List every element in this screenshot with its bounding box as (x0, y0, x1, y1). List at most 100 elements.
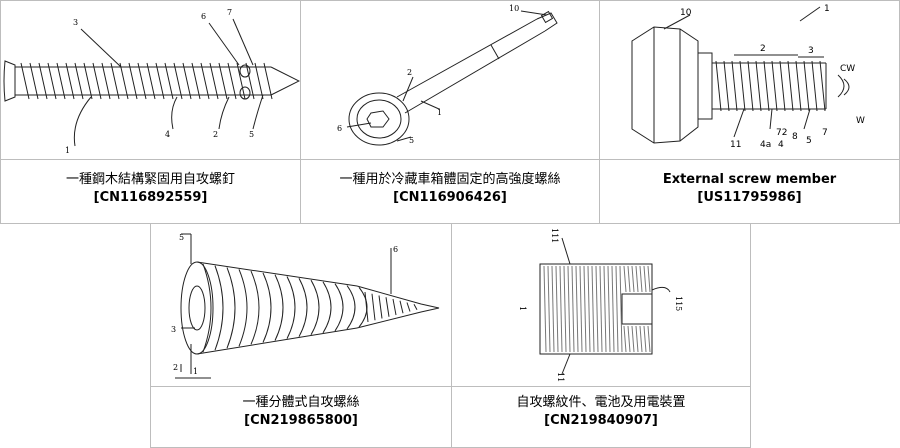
thread-line (264, 63, 272, 99)
thread-line (372, 294, 375, 321)
thread-line (48, 63, 56, 99)
thread-curve (203, 264, 211, 352)
label-10: 10 (680, 8, 692, 18)
thread-line (564, 266, 566, 352)
thread-line (632, 326, 634, 352)
thread-line (608, 266, 610, 352)
label-4: 4 (778, 140, 784, 150)
thread-curve (227, 268, 235, 349)
label-2: 2 (173, 363, 178, 372)
thread-line (624, 326, 626, 352)
label-4a: 4a (760, 140, 771, 150)
thread-line (644, 326, 646, 352)
label-10: 10 (509, 4, 519, 13)
patent-card-2: 10 2 1 6 5 一種用於冷藏車箱體固定的高強度螺絲 [CN11690642… (300, 0, 600, 224)
label-8: 8 (792, 132, 798, 142)
patent-card-3: 10 1 2 3 CW W 11 4a 72 8 4 5 7 External … (599, 0, 900, 224)
thread-line (732, 61, 737, 111)
thread-line (572, 266, 574, 352)
thread-line (210, 63, 218, 99)
thread-curve (251, 271, 259, 344)
thread-line (129, 63, 137, 99)
thread-line (644, 266, 646, 292)
thread-line (165, 63, 173, 99)
thread-line (39, 63, 47, 99)
thread-line (407, 303, 410, 312)
patent-caption-4: 一種分體式自攻螺絲 [CN219865800] (151, 384, 451, 447)
patent-number: [CN219840907] (452, 412, 750, 430)
patent-caption-2: 一種用於冷藏車箱體固定的高強度螺絲 [CN116906426] (301, 157, 599, 223)
patent-card-4: 5 6 3 2 1 一種分體式自攻螺絲 [CN219865800] (150, 223, 452, 448)
thread-line (648, 266, 650, 292)
thread-curve (347, 286, 355, 330)
thread-line (628, 326, 630, 352)
thread-line (756, 61, 761, 111)
thread-line (616, 266, 618, 352)
thread-curve (311, 280, 319, 335)
thread-line (748, 61, 753, 111)
thread-line (632, 266, 634, 292)
thread-line (628, 266, 630, 292)
thread-line (588, 266, 590, 352)
patent-number: [CN219865800] (151, 412, 451, 430)
label-6: 6 (201, 12, 206, 21)
thread-line (365, 292, 368, 322)
label-3: 3 (808, 46, 814, 56)
thread-line (201, 63, 209, 99)
patent-drawing-external-screw: 10 1 2 3 CW W 11 4a 72 8 4 5 7 (600, 1, 899, 160)
label-5: 5 (806, 136, 812, 146)
label-w: W (856, 116, 865, 126)
patent-title: 一種分體式自攻螺絲 (151, 394, 451, 412)
thread-line (604, 266, 606, 352)
thread-line (788, 61, 793, 111)
patent-drawing-self-tapping-screw: 3 6 7 1 4 2 5 (1, 1, 300, 160)
label-2: 2 (213, 130, 218, 139)
label-11: 11 (730, 140, 741, 150)
thread-line (584, 266, 586, 352)
thread-line (716, 61, 721, 111)
thread-line (219, 63, 227, 99)
thread-line (66, 63, 74, 99)
thread-line (600, 266, 602, 352)
thread-curve (275, 275, 283, 341)
label-6: 6 (337, 124, 342, 133)
label-2: 2 (760, 44, 766, 54)
thread-line (84, 63, 92, 99)
label-1: 1 (518, 306, 527, 311)
thread-line (820, 61, 825, 111)
label-72: 72 (776, 128, 787, 138)
thread-curve (335, 284, 343, 331)
label-4: 4 (165, 130, 170, 139)
label-7: 7 (822, 128, 828, 138)
thread-line (255, 63, 263, 99)
thread-line (120, 63, 128, 99)
thread-line (174, 63, 182, 99)
label-1: 1 (193, 367, 198, 376)
thread-line (57, 63, 65, 99)
thread-line (21, 63, 29, 99)
thread-line (75, 63, 83, 99)
patent-caption-3: External screw member [US11795986] (600, 157, 899, 223)
thread-line (724, 61, 729, 111)
thread-line (386, 297, 389, 317)
thread-line (102, 63, 110, 99)
thread-curve (239, 269, 247, 346)
label-7: 7 (227, 8, 232, 17)
thread-curve (263, 273, 271, 343)
thread-line (156, 63, 164, 99)
thread-line (138, 63, 146, 99)
thread-line (414, 304, 417, 310)
label-115: 115 (674, 296, 683, 311)
patent-card-5: 111 1 115 11 自攻螺紋件、電池及用電裝置 [CN219840907] (451, 223, 751, 448)
label-3: 3 (73, 18, 78, 27)
thread-line (183, 63, 191, 99)
thread-line (780, 61, 785, 111)
thread-line (764, 61, 769, 111)
label-5: 5 (409, 136, 414, 145)
label-6: 6 (393, 245, 398, 254)
thread-curve (287, 277, 295, 339)
thread-line (192, 63, 200, 99)
thread-line (576, 266, 578, 352)
patent-card-1: 3 6 7 1 4 2 5 一種鋼木結構緊固用自攻螺釘 [CN116892559… (0, 0, 301, 224)
thread-line (393, 299, 396, 315)
